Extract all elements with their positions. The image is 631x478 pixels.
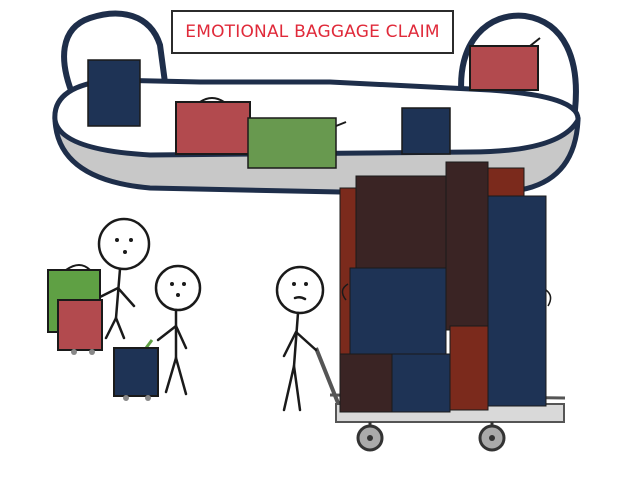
belt-suitcases [87, 37, 541, 169]
cart-bag-brown-tall [445, 161, 489, 331]
luggage-cart [314, 161, 566, 452]
mouth [123, 250, 127, 254]
sign-text: EMOTIONAL BAGGAGE CLAIM [185, 22, 440, 42]
suitcase-navy-small [401, 107, 451, 155]
wheel-mounts [368, 422, 494, 426]
stick-figure-1 [96, 217, 151, 340]
cart-bag-navy-mid [349, 267, 447, 355]
legs [282, 364, 302, 412]
cart-bag-rust-top [487, 167, 525, 199]
eye [129, 238, 133, 242]
red-suitcase [57, 299, 103, 351]
eye [182, 282, 186, 286]
head [154, 264, 202, 312]
suitcase-handle-icon [199, 97, 225, 103]
legs [104, 316, 126, 340]
mouth [176, 293, 180, 297]
body [292, 311, 300, 368]
baggage-claim-sign: EMOTIONAL BAGGAGE CLAIM [171, 10, 454, 54]
legs [164, 356, 188, 396]
cart-bag-navy-right [487, 195, 547, 407]
stick-figure-3 [275, 265, 325, 412]
arms [96, 286, 136, 308]
left-arch [61, 10, 171, 108]
bag-handle-icon [65, 264, 91, 271]
cart-bag-brown-bottom [339, 353, 393, 413]
wheel-icon [89, 349, 95, 355]
stick-figure-2 [154, 264, 202, 396]
eye [304, 282, 308, 286]
right-arch [458, 12, 579, 113]
wheel-icon [123, 395, 129, 401]
suitcase-handle-icon [529, 37, 541, 47]
bag-handle-icon [341, 283, 349, 301]
suitcase-handle-icon [335, 121, 347, 127]
suitcase-red [175, 101, 251, 155]
head [97, 217, 151, 271]
bag-handle-icon [545, 289, 552, 307]
wheel-hub [489, 435, 495, 441]
bag-handle-icon [144, 339, 154, 349]
wheel-hub [367, 435, 373, 441]
suitcase-green [247, 117, 337, 169]
arms [282, 330, 318, 358]
suitcase-red-top [469, 45, 539, 91]
cart-bag-brown-top [355, 175, 447, 269]
wheel-icon [145, 395, 151, 401]
mouth [293, 295, 307, 301]
cart-bag-navy-bottom [391, 353, 451, 413]
figure-1-bags [47, 264, 103, 355]
wheel-icon [71, 349, 77, 355]
eye [115, 238, 119, 242]
arms [156, 324, 188, 350]
body [114, 267, 122, 320]
eye [170, 282, 174, 286]
head [275, 265, 325, 315]
eye [292, 282, 296, 286]
suitcase-navy [87, 59, 141, 127]
cart-bag-rust-bottom [449, 325, 489, 411]
figure-2-bag [113, 339, 159, 401]
navy-suitcase [113, 347, 159, 397]
